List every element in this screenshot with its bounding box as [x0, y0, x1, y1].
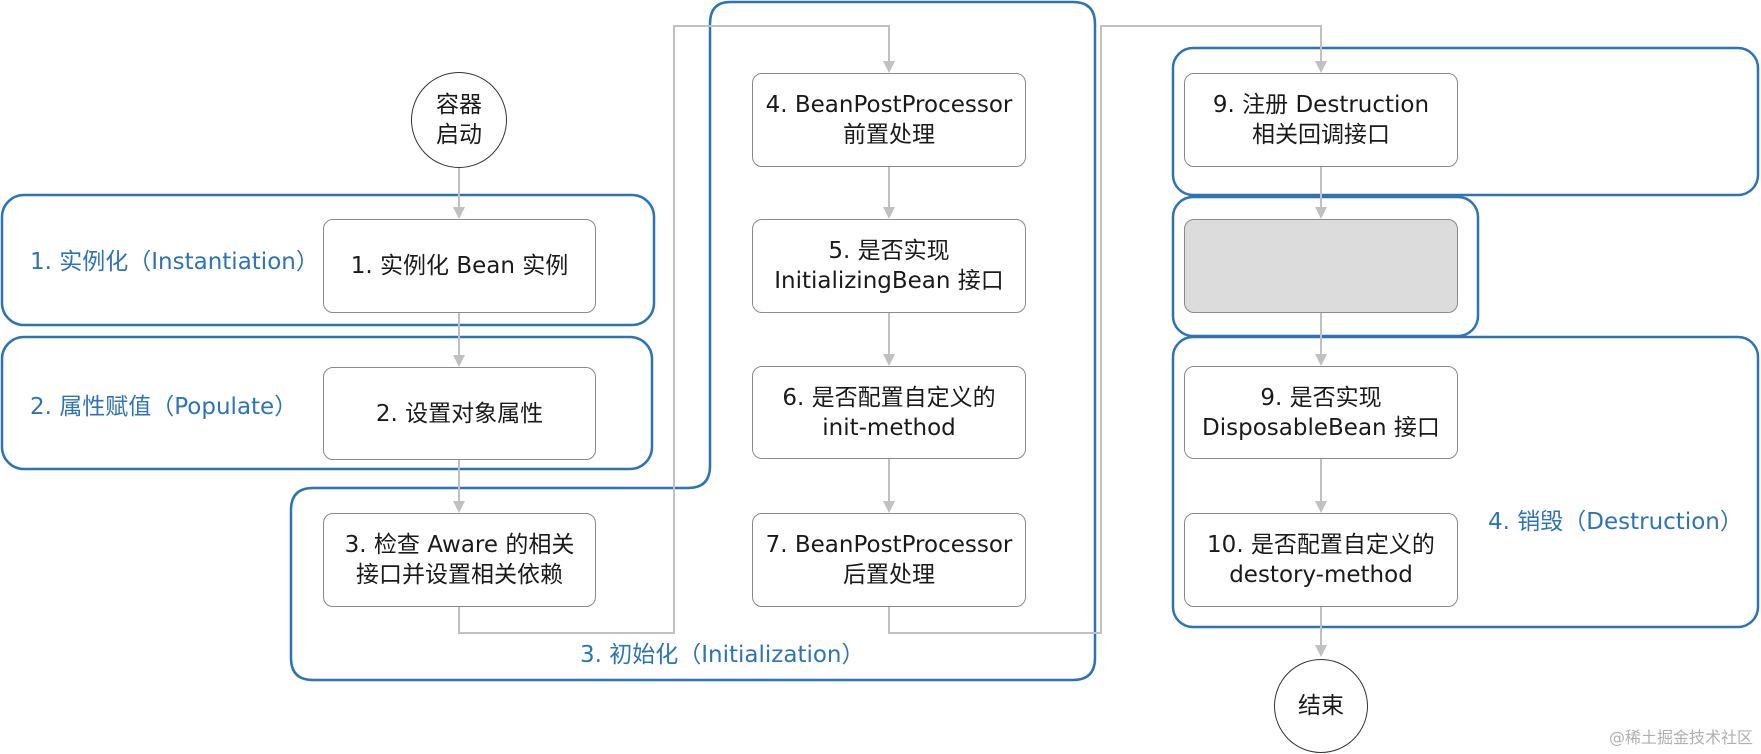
step-6-line-1: 6. 是否配置自定义的 — [782, 384, 996, 411]
step-1-instantiate-bean: 1. 实例化 Bean 实例 — [323, 219, 596, 313]
step-1-label: 1. 实例化 Bean 实例 — [350, 253, 569, 279]
step-10-line-1: 10. 是否配置自定义的 — [1207, 532, 1435, 558]
step-4-line-2: 前置处理 — [843, 122, 935, 148]
start-node: 容器 启动 — [411, 72, 507, 168]
step-5-line-2: InitializingBean 接口 — [774, 268, 1004, 294]
step-3-line-1: 3. 检查 Aware 的相关 — [344, 532, 575, 558]
step-3-line-2: 接口并设置相关依赖 — [356, 562, 563, 588]
step-2-label: 2. 设置对象属性 — [375, 400, 544, 427]
step-9a-line-2: 相关回调接口 — [1252, 122, 1390, 148]
in-use-state — [1184, 219, 1458, 313]
step-5-initializing-bean: 5. 是否实现 InitializingBean 接口 — [752, 219, 1026, 313]
step-7-line-1: 7. BeanPostProcessor — [765, 532, 1013, 558]
end-label: 结束 — [1298, 693, 1344, 719]
step-4-bpp-before: 4. BeanPostProcessor 前置处理 — [752, 73, 1026, 167]
start-line-1: 容器 — [436, 92, 482, 118]
step-9b-line-2: DisposableBean 接口 — [1202, 414, 1440, 441]
step-9-disposable-bean: 9. 是否实现 DisposableBean 接口 — [1184, 366, 1458, 459]
phase-region-destruction-bottom — [1171, 335, 1760, 629]
step-10-destroy-method: 10. 是否配置自定义的 destory-method — [1184, 513, 1458, 607]
phase-label-destruction: 4. 销毁（Destruction） — [1488, 509, 1743, 535]
end-node: 结束 — [1274, 659, 1368, 753]
phase-region-populate — [0, 335, 654, 471]
phase-region-instantiation — [0, 193, 656, 327]
step-3-check-aware: 3. 检查 Aware 的相关 接口并设置相关依赖 — [323, 513, 596, 607]
step-5-line-1: 5. 是否实现 — [828, 238, 950, 264]
phase-label-instantiation: 1. 实例化（Instantiation） — [30, 249, 319, 275]
phase-label-initialization: 3. 初始化（Initialization） — [580, 642, 865, 668]
watermark: @稀土掘金技术社区 — [1608, 728, 1753, 747]
step-4-line-1: 4. BeanPostProcessor — [765, 92, 1013, 118]
step-6-line-2: init-method — [822, 414, 956, 441]
step-7-line-2: 后置处理 — [843, 562, 935, 588]
phase-region-initialization — [289, 0, 1097, 682]
step-7-bpp-after: 7. BeanPostProcessor 后置处理 — [752, 513, 1026, 607]
arrow-3-to-4 — [458, 25, 895, 634]
phase-label-populate: 2. 属性赋值（Populate） — [30, 394, 298, 420]
step-2-set-properties: 2. 设置对象属性 — [323, 367, 596, 460]
phase-region-destruction-top — [1171, 46, 1760, 197]
step-6-init-method: 6. 是否配置自定义的 init-method — [752, 366, 1026, 459]
step-9a-line-1: 9. 注册 Destruction — [1212, 92, 1430, 118]
start-line-2: 启动 — [436, 122, 482, 148]
step-9b-line-1: 9. 是否实现 — [1260, 384, 1382, 411]
arrow-7-to-9a — [888, 25, 1327, 634]
step-10-line-2: destory-method — [1229, 562, 1413, 588]
step-9-register-destruction: 9. 注册 Destruction 相关回调接口 — [1184, 73, 1458, 167]
